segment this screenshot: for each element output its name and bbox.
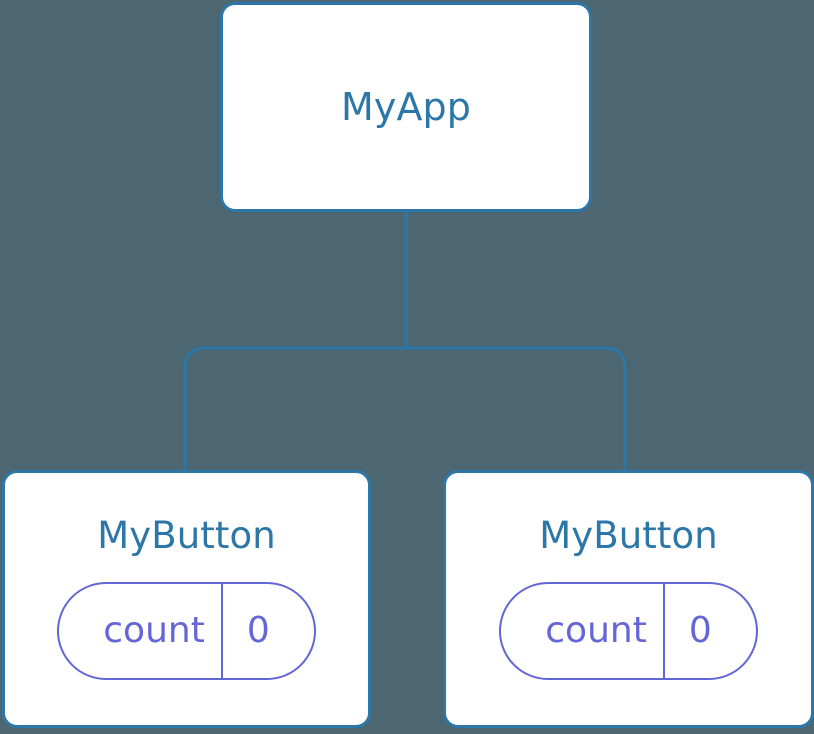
node-label: MyApp — [340, 85, 471, 129]
state-pill[interactable]: count 0 — [499, 582, 758, 680]
edge-root-to-child-right — [406, 346, 627, 472]
state-divider — [662, 584, 665, 678]
edge-root-to-child-left — [183, 346, 406, 472]
node-mybutton-right[interactable]: MyButton count 0 — [443, 470, 814, 728]
state-key: count — [103, 610, 205, 651]
state-pill[interactable]: count 0 — [57, 582, 316, 680]
node-mybutton-left[interactable]: MyButton count 0 — [2, 470, 371, 728]
state-divider — [220, 584, 223, 678]
node-label: MyButton — [97, 514, 276, 557]
state-key: count — [545, 610, 647, 651]
node-label: MyButton — [539, 514, 718, 557]
state-value: 0 — [246, 610, 270, 651]
state-value: 0 — [688, 610, 712, 651]
node-myapp[interactable]: MyApp — [220, 2, 592, 212]
